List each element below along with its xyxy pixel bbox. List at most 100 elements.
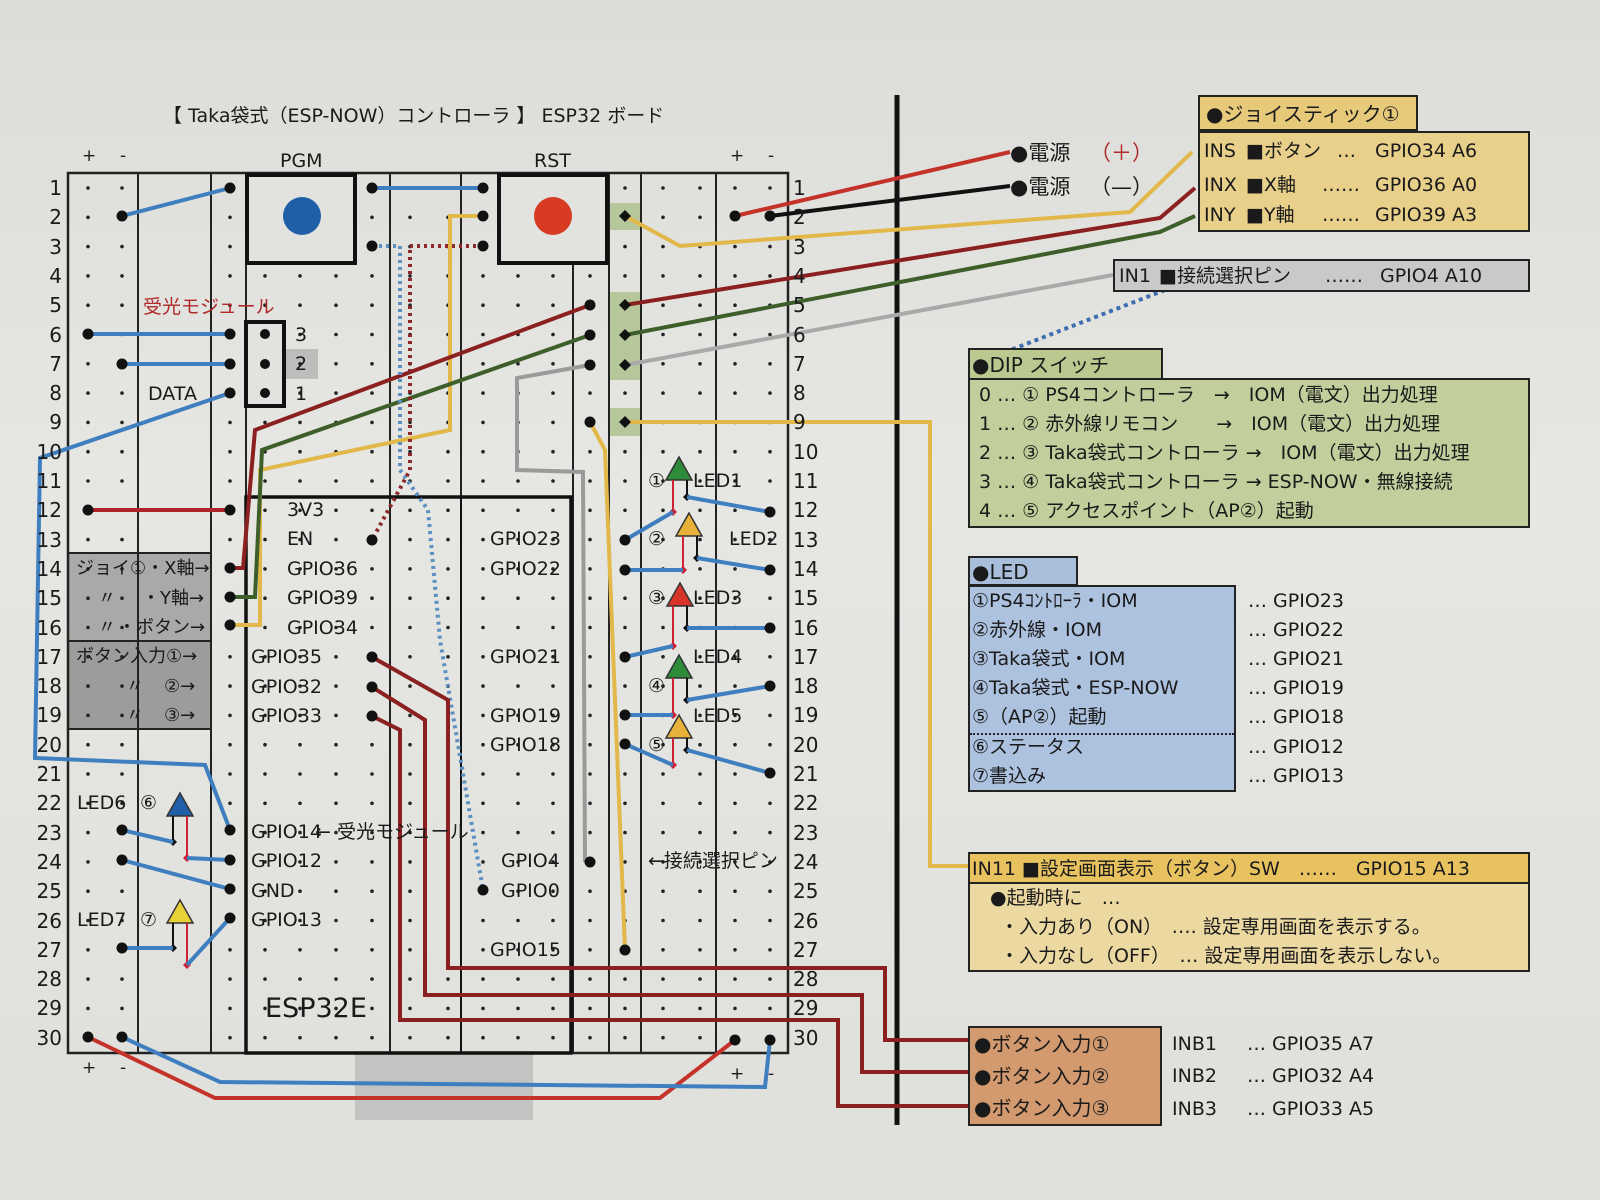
button-input-gpio: … GPIO33 A5 (1247, 1098, 1375, 1120)
hole (661, 772, 665, 776)
hole (263, 713, 267, 718)
hole (481, 655, 485, 659)
connection-point (224, 619, 236, 631)
hole (588, 567, 592, 571)
hole (551, 537, 555, 542)
pin-gpio36: GPIO36 (287, 558, 358, 580)
hole (698, 889, 702, 893)
in11-panel: ●起動時に … ・入力あり（ON） …. 設定専用画面を表示する。 ・入力なし（… (968, 882, 1530, 972)
hole (481, 977, 485, 981)
side-label-btn3: ③→ (164, 705, 196, 726)
row-number: 9 (49, 410, 62, 435)
hole (516, 1035, 520, 1040)
connection-point (366, 651, 378, 663)
hole (623, 449, 627, 454)
hole (588, 449, 592, 454)
hole (698, 742, 702, 747)
row-number: 26 (36, 908, 62, 933)
hole (263, 742, 267, 747)
hole (481, 1035, 485, 1040)
pin-gpio32: GPIO32 (251, 676, 322, 698)
led-row-gpio: … GPIO23 (1248, 590, 1344, 612)
hole (661, 1006, 665, 1011)
led-row-label: ②赤外線・IOM (972, 619, 1102, 641)
hole (733, 567, 737, 571)
wire-blue-led (696, 556, 771, 572)
pin-gpio34: GPIO34 (287, 617, 358, 639)
hole (408, 977, 412, 981)
hole (86, 391, 90, 395)
hole (120, 449, 124, 454)
row-number: 22 (793, 791, 819, 816)
hole (733, 918, 737, 923)
hole (516, 567, 520, 571)
hole (120, 274, 124, 278)
hole (263, 1035, 267, 1040)
hole (334, 596, 338, 600)
hole (370, 567, 374, 571)
hole (516, 655, 520, 659)
led7-label: LED7 (77, 909, 127, 931)
hole (588, 772, 592, 776)
hole (334, 1006, 338, 1011)
hole (623, 860, 627, 864)
hole (298, 801, 302, 806)
hole (263, 772, 267, 776)
led1-num: ① (648, 470, 666, 492)
hole (446, 567, 450, 571)
hole (298, 420, 302, 425)
hole (516, 977, 520, 981)
hole (516, 274, 520, 278)
row-number: 20 (36, 732, 62, 757)
hole (298, 567, 302, 571)
connection-point (82, 504, 94, 516)
pin-gpio0: GPIO0 (501, 880, 560, 902)
led2-num: ② (648, 528, 666, 550)
wire-blue-ir-data (32, 391, 232, 831)
connection-point (116, 358, 128, 370)
hole (370, 479, 374, 483)
pin-gpio15: GPIO15 (490, 939, 561, 961)
hole (298, 596, 302, 600)
pin-gpio21: GPIO21 (490, 646, 561, 668)
hole (768, 860, 772, 864)
led-row-label: ⑤（AP②）起動 (972, 706, 1107, 728)
connection-point (477, 182, 489, 194)
hole (120, 1006, 124, 1011)
hole (120, 479, 124, 483)
hole (551, 596, 555, 600)
row-number: 16 (36, 615, 62, 640)
button-inputs-panel: ●ボタン入力① ●ボタン入力② ●ボタン入力③ (968, 1026, 1162, 1126)
hole (623, 274, 627, 278)
hole (263, 684, 267, 688)
hole (733, 1006, 737, 1011)
hole (516, 625, 520, 630)
hole (551, 918, 555, 923)
dip-row: 1 … ② 赤外線リモコン → IOM（電文）出力処理 (979, 413, 1441, 435)
row-number: 28 (36, 967, 62, 992)
hole (446, 449, 450, 454)
hole (481, 537, 485, 542)
hole (370, 596, 374, 600)
hole (481, 625, 485, 630)
hole (86, 567, 90, 571)
hole (661, 362, 665, 366)
hole (334, 977, 338, 981)
led2-label: LED2 (729, 528, 779, 550)
in11-panel-header: IN11 ■設定画面表示（ボタン）SW …… GPIO15 A13 (968, 852, 1530, 884)
hole (588, 274, 592, 278)
hole (551, 801, 555, 806)
hole (334, 772, 338, 776)
hole (298, 977, 302, 981)
pgm-button (283, 197, 321, 235)
hole (516, 860, 520, 864)
wire-yellow-gpio15 (588, 421, 627, 951)
hole (86, 479, 90, 483)
hole (228, 742, 232, 747)
joystick-row-id: INS (1204, 140, 1236, 162)
hole (120, 625, 124, 630)
hole (661, 537, 665, 542)
power-minus-label: ●電源 (1010, 175, 1071, 199)
hole (446, 479, 450, 483)
hole (86, 1006, 90, 1011)
